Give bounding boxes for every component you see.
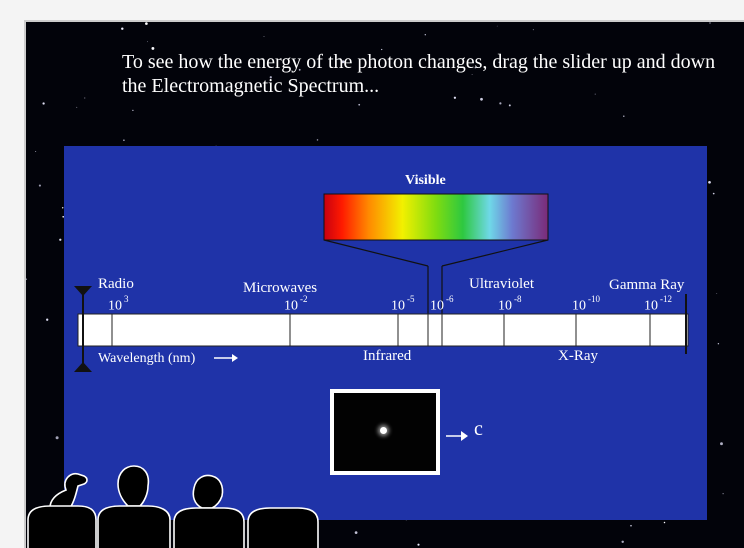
star [145, 22, 148, 25]
star [708, 180, 711, 184]
star [630, 524, 632, 527]
xray-label: X-Ray [558, 348, 598, 364]
exponent-label: 10-12 [644, 294, 672, 314]
star [269, 76, 272, 79]
star [717, 343, 720, 345]
star [61, 207, 64, 209]
star [623, 115, 625, 117]
slider-handle-icon[interactable] [74, 286, 92, 372]
star [471, 74, 473, 75]
spectrum-diagram [74, 193, 689, 372]
star [712, 192, 715, 195]
star [424, 34, 426, 36]
star [316, 139, 319, 141]
star [147, 41, 148, 43]
star [480, 97, 483, 101]
star [42, 102, 45, 105]
star [663, 521, 666, 524]
visible-spectrum-band [323, 193, 549, 241]
star [722, 493, 724, 495]
star [532, 29, 534, 31]
ultraviolet-label: Ultraviolet [469, 276, 534, 292]
star [26, 278, 27, 281]
star [123, 139, 125, 142]
photon-viewer [330, 389, 440, 475]
star [474, 66, 477, 69]
star [354, 531, 358, 534]
star [151, 46, 155, 50]
gamma-ray-label: Gamma Ray [609, 277, 685, 293]
star [62, 215, 65, 218]
wavelength-label: Wavelength (nm) [98, 351, 196, 366]
star [720, 442, 723, 446]
star [46, 318, 49, 321]
speed-of-light-label: c [474, 418, 483, 440]
star [59, 238, 62, 241]
exponent-label: 10-6 [430, 294, 454, 314]
star [453, 96, 457, 99]
star [709, 22, 711, 24]
star [621, 540, 624, 544]
star [121, 27, 124, 30]
star [496, 25, 498, 27]
microwaves-label: Microwaves [243, 280, 318, 296]
simulation-stage: To see how the energy of the photon chan… [24, 20, 744, 548]
star [417, 543, 420, 546]
photon-dot [380, 427, 387, 434]
star [381, 48, 383, 51]
audience-silhouette [27, 465, 319, 548]
exponent-label: 10-5 [391, 294, 415, 314]
arrow-right-icon [446, 431, 468, 441]
star [263, 36, 265, 37]
star [498, 61, 501, 64]
infrared-label: Infrared [363, 348, 412, 364]
spectrum-ticks [111, 314, 651, 346]
star [35, 151, 37, 152]
star [84, 97, 86, 99]
star [55, 436, 59, 440]
star [508, 104, 511, 107]
star [594, 93, 596, 95]
spectrum-bar[interactable] [77, 313, 689, 347]
exponent-label: 10-8 [498, 294, 522, 314]
visible-label: Visible [405, 173, 446, 188]
radio-label: Radio [98, 276, 134, 292]
star [499, 102, 502, 105]
exponent-label: 10-2 [284, 294, 308, 314]
star [716, 293, 718, 294]
star [132, 109, 134, 112]
star [341, 60, 345, 64]
star [38, 184, 41, 187]
star [298, 68, 301, 71]
star [76, 106, 78, 108]
exponent-label: 10-10 [572, 294, 600, 314]
star [358, 103, 361, 106]
instructions-text: To see how the energy of the photon chan… [122, 51, 716, 97]
arrow-right-icon [214, 354, 238, 362]
